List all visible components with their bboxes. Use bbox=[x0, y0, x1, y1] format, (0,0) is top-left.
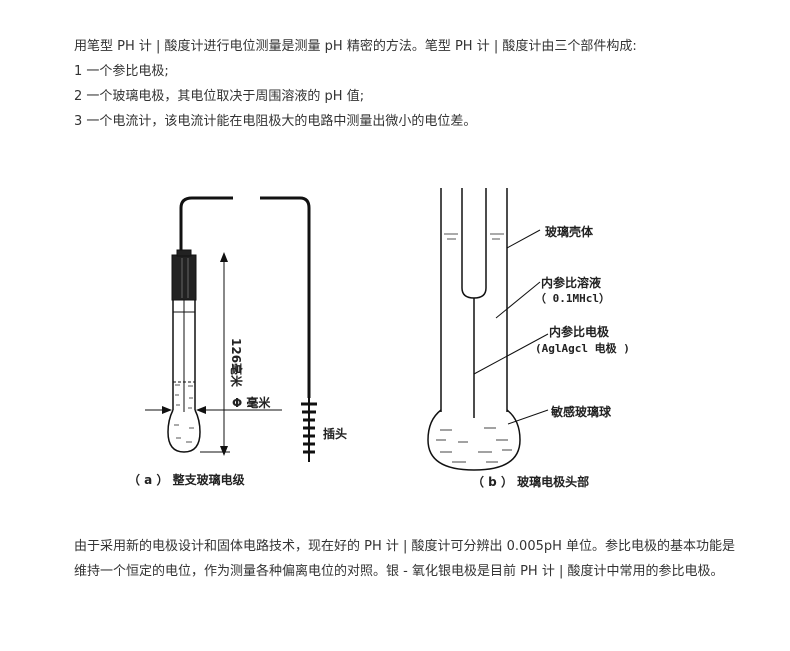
intro-line-3: 2 一个玻璃电极，其电位取决于周围溶液的 pH 值; bbox=[74, 89, 365, 104]
inner-electrode-sub: (AglAgcl 电极 ) bbox=[535, 341, 630, 355]
caption-b: （ b ） 玻璃电极头部 bbox=[472, 474, 589, 489]
inner-solution-label: 内参比溶液 bbox=[541, 275, 601, 290]
whole-electrode-drawing bbox=[145, 196, 317, 462]
intro-line-1: 用笔型 PH 计 | 酸度计进行电位测量是测量 pH 精密的方法。笔型 PH 计… bbox=[74, 39, 637, 54]
length-label: 126毫米 bbox=[229, 338, 244, 388]
intro-line-2: 1 一个参比电极; bbox=[74, 64, 169, 79]
plug-label: 插头 bbox=[323, 426, 347, 441]
outro-paragraph: 由于采用新的电极设计和固体电路技术，现在好的 PH 计 | 酸度计可分辨出 0.… bbox=[74, 539, 736, 579]
outro-text: 由于采用新的电极设计和固体电路技术，现在好的 PH 计 | 酸度计可分辨出 0.… bbox=[74, 534, 746, 584]
diameter-label: Φ 毫米 bbox=[232, 395, 271, 410]
intro-text: 用笔型 PH 计 | 酸度计进行电位测量是测量 pH 精密的方法。笔型 PH 计… bbox=[74, 34, 754, 134]
bulb-label: 敏感玻璃球 bbox=[550, 404, 612, 419]
inner-electrode-label: 内参比电极 bbox=[549, 324, 610, 339]
caption-a: （ a ） 整支玻璃电级 bbox=[128, 472, 245, 487]
shell-label: 玻璃壳体 bbox=[545, 224, 594, 239]
inner-solution-sub: （ 0.1MHcl） bbox=[535, 292, 610, 305]
intro-line-4: 3 一个电流计，该电流计能在电阻极大的电路中测量出微小的电位差。 bbox=[74, 114, 477, 129]
electrode-head-drawing bbox=[427, 188, 549, 471]
